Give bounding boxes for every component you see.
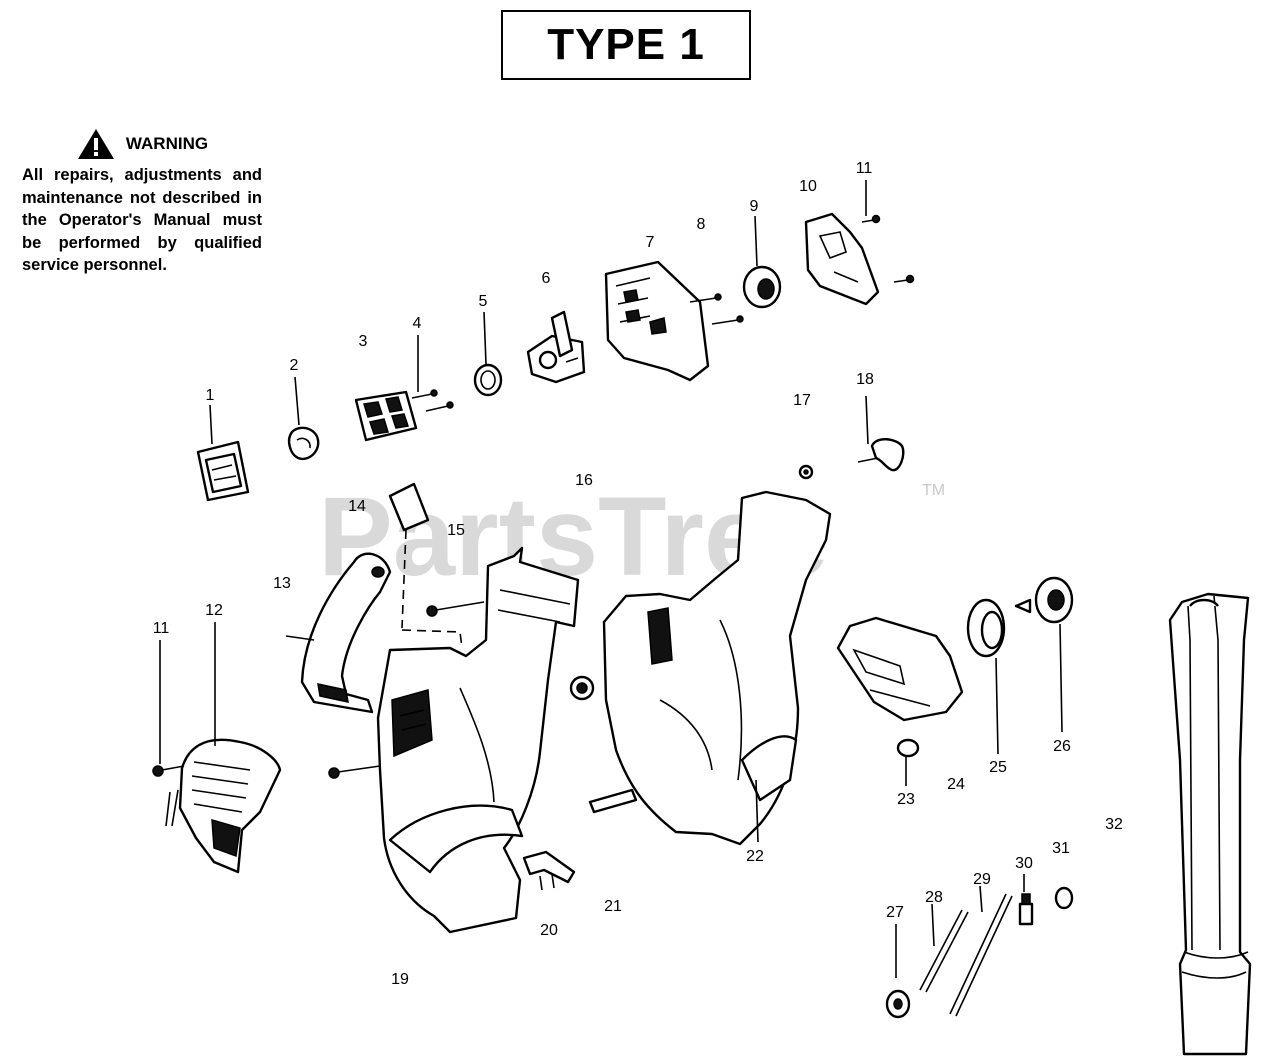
callout-30: 30 [1015, 855, 1033, 872]
diagram-title: TYPE 1 [501, 10, 751, 80]
callout-11-bottom: 11 [153, 620, 170, 637]
part-5-gasket[interactable] [473, 363, 503, 397]
part-19-blower-housing-half[interactable] [376, 546, 580, 934]
part-24-elbow-tube[interactable] [836, 616, 964, 722]
callout-28: 28 [925, 889, 943, 906]
part-8-screws[interactable] [689, 293, 744, 325]
part-25-ring[interactable] [966, 598, 1006, 658]
leader-29 [979, 885, 983, 913]
warning-heading: WARNING [125, 134, 209, 153]
part-13-handle[interactable] [300, 552, 392, 714]
leader-13 [285, 635, 315, 641]
callout-1: 1 [206, 387, 215, 404]
part-1-air-filter[interactable] [196, 440, 250, 502]
leader-28 [931, 903, 935, 947]
part-26-fitting[interactable] [1014, 576, 1074, 624]
part-3-filter-housing[interactable] [354, 390, 418, 442]
callout-18: 18 [856, 371, 874, 388]
part-27-washer[interactable] [885, 989, 911, 1019]
callout-4: 4 [413, 315, 422, 332]
part-23-grommet[interactable] [896, 738, 920, 758]
leader-18 [865, 395, 869, 445]
callout-27: 27 [886, 904, 904, 921]
part-7-engine-cover-plate[interactable] [604, 260, 710, 382]
part-28-tube[interactable] [919, 909, 969, 993]
leader-1 [209, 404, 213, 445]
watermark-trademark: TM [922, 482, 945, 499]
part-17-nut[interactable] [798, 464, 814, 480]
callout-9: 9 [750, 198, 759, 215]
part-9-spacer-ring[interactable] [742, 265, 782, 309]
leader-2 [294, 376, 300, 426]
callout-7: 7 [646, 234, 655, 251]
callout-13: 13 [273, 575, 291, 592]
warning-panel: WARNING All repairs, adjustments and mai… [22, 124, 262, 277]
callout-20: 20 [540, 922, 558, 939]
callout-2: 2 [290, 357, 299, 374]
callout-12: 12 [205, 602, 223, 619]
leader-26 [1059, 623, 1063, 733]
callout-16: 16 [575, 472, 593, 489]
callout-6: 6 [542, 270, 551, 287]
part-30-plug[interactable] [1018, 893, 1034, 926]
dashed-guide-horizontal [401, 629, 463, 649]
callout-25: 25 [989, 759, 1007, 776]
part-16-impeller-nut[interactable] [569, 675, 595, 701]
part-11-screw-bottom[interactable] [152, 765, 185, 827]
part-12-cover[interactable] [178, 738, 282, 874]
callout-19: 19 [391, 971, 409, 988]
callout-21: 21 [604, 898, 622, 915]
callout-32: 32 [1105, 816, 1123, 833]
callout-15: 15 [447, 522, 465, 539]
callout-11-top: 11 [856, 160, 873, 177]
callout-29: 29 [973, 871, 991, 888]
part-31-cap[interactable] [1054, 886, 1074, 910]
callout-14: 14 [348, 498, 366, 515]
callout-26: 26 [1053, 738, 1071, 755]
warning-triangle-icon [77, 129, 114, 159]
part-11-screw-top[interactable] [861, 214, 915, 284]
callout-31: 31 [1052, 840, 1070, 857]
part-14-foam-block[interactable] [388, 482, 430, 532]
part-21-pin[interactable] [588, 788, 638, 814]
callout-3: 3 [359, 333, 368, 350]
callout-8: 8 [697, 216, 706, 233]
callout-5: 5 [479, 293, 488, 310]
callout-23: 23 [897, 791, 915, 808]
callout-10: 10 [799, 178, 817, 195]
callout-17: 17 [793, 392, 811, 409]
part-15-screw[interactable] [426, 601, 485, 617]
leader-22 [755, 779, 759, 843]
part-18-knob[interactable] [857, 438, 905, 472]
warning-text: All repairs, adjustments and maintenance… [22, 166, 262, 274]
leader-5 [483, 311, 487, 365]
part-32-blower-tube[interactable] [1168, 592, 1252, 1056]
leader-25 [995, 657, 999, 755]
part-19-screw[interactable] [328, 765, 381, 779]
leader-9 [754, 215, 758, 267]
part-29-tube[interactable] [949, 893, 1013, 1017]
part-20-clip[interactable] [522, 850, 576, 891]
part-4-screws[interactable] [411, 389, 454, 412]
warning-header: WARNING [22, 124, 262, 164]
part-2-filter-plug[interactable] [287, 426, 320, 461]
callout-24: 24 [947, 776, 965, 793]
part-10-bracket[interactable] [804, 212, 880, 306]
dashed-guide-vertical [401, 529, 407, 629]
part-6-carburetor[interactable] [526, 310, 586, 384]
callout-22: 22 [746, 848, 764, 865]
